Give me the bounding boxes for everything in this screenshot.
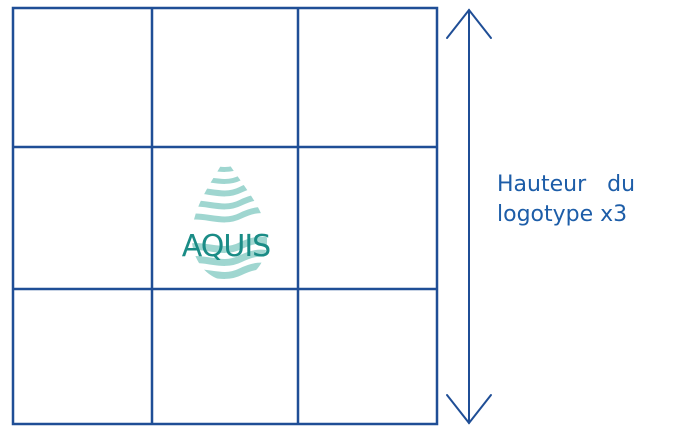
arrow-down-icon (446, 394, 492, 425)
arrow-up-icon (446, 8, 492, 39)
clearspace-grid (11, 6, 439, 426)
aquis-wordmark: AQUIS (182, 229, 270, 264)
dimension-caption: Hauteur du logotype x3 (497, 170, 635, 230)
caption-line-2: logotype x3 (497, 202, 628, 227)
grid-outer-border (11, 6, 439, 426)
aquis-logo: AQUIS (182, 158, 271, 280)
height-dimension-arrow (446, 8, 492, 425)
caption-line-1: Hauteur du (497, 172, 636, 197)
